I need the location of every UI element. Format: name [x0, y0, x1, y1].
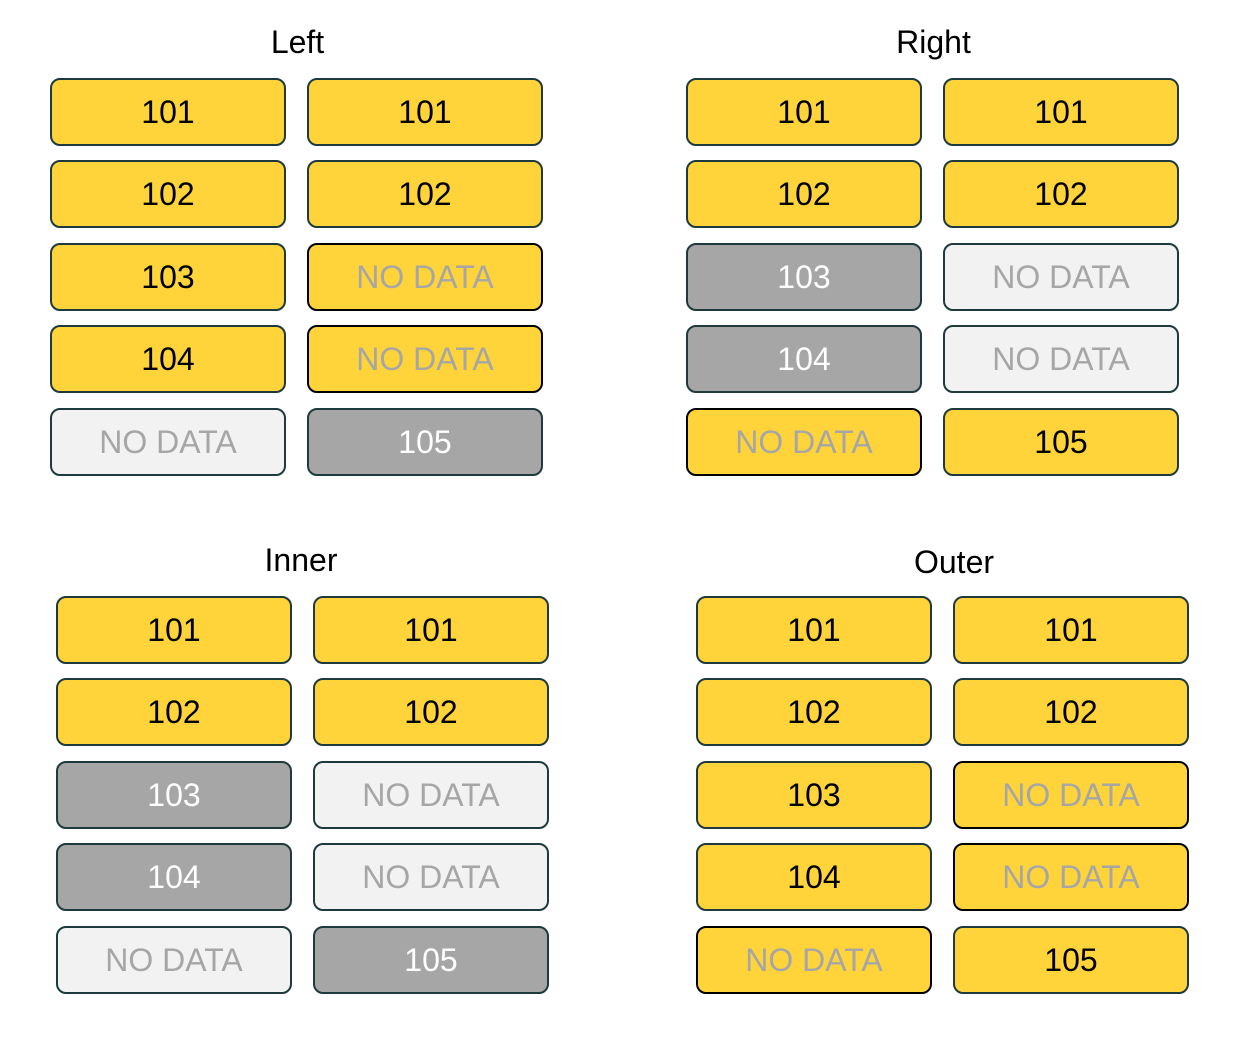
left-table-cell: 102 [696, 678, 932, 746]
panel-inner: Inner 101 102 103 104 NO DATA 101 102 NO DATA NO… [56, 540, 551, 1000]
left-table-cell: 103 [56, 761, 292, 829]
right-table-cell: 101 [943, 78, 1179, 146]
left-table-cell: 101 [50, 78, 286, 146]
right-table-cell: NO DATA [953, 843, 1189, 911]
left-table-cell: NO DATA [50, 408, 286, 476]
left-table-cell: NO DATA [56, 926, 292, 994]
panel-title: Right [896, 24, 971, 60]
left-table-cell: 102 [56, 678, 292, 746]
left-table-cell: 101 [56, 596, 292, 664]
right-table-cell: 102 [943, 160, 1179, 228]
right-table-cell: 102 [313, 678, 549, 746]
right-table-cell: 102 [307, 160, 543, 228]
left-table-cell: 104 [696, 843, 932, 911]
left-table-cell: 104 [686, 325, 922, 393]
left-table-cell: 101 [696, 596, 932, 664]
left-table-cell: NO DATA [696, 926, 932, 994]
right-table-cell: 102 [953, 678, 1189, 746]
panel-title: Inner [264, 542, 338, 578]
left-table-cell: 103 [686, 243, 922, 311]
right-table-cell: NO DATA [313, 843, 549, 911]
right-table-cell: 101 [307, 78, 543, 146]
right-table-cell: 105 [313, 926, 549, 994]
left-table-cell: 103 [50, 243, 286, 311]
left-table-cell: 102 [686, 160, 922, 228]
panel-title: Outer [913, 544, 995, 580]
panel-left: Left 101 102 103 104 NO DATA 101 102 NO DATA NO … [50, 22, 545, 482]
left-table-cell: 104 [56, 843, 292, 911]
panel-outer: Outer 101 102 103 104 NO DATA 101 102 NO DATA NO… [696, 542, 1191, 1002]
right-table-cell: NO DATA [943, 243, 1179, 311]
left-table-cell: 101 [686, 78, 922, 146]
right-table-cell: 105 [307, 408, 543, 476]
right-table-cell: NO DATA [943, 325, 1179, 393]
right-table-cell: NO DATA [313, 761, 549, 829]
left-table-cell: 102 [50, 160, 286, 228]
right-table-cell: 101 [313, 596, 549, 664]
right-table-cell: 105 [953, 926, 1189, 994]
panel-title: Left [270, 24, 325, 60]
left-table-cell: 104 [50, 325, 286, 393]
right-table-cell: 101 [953, 596, 1189, 664]
left-table-cell: 103 [696, 761, 932, 829]
right-table-cell: NO DATA [307, 325, 543, 393]
right-table-cell: NO DATA [953, 761, 1189, 829]
right-table-cell: 105 [943, 408, 1179, 476]
left-table-cell: NO DATA [686, 408, 922, 476]
panel-right: Right 101 102 103 104 NO DATA 101 102 NO DATA NO… [686, 22, 1181, 482]
right-table-cell: NO DATA [307, 243, 543, 311]
